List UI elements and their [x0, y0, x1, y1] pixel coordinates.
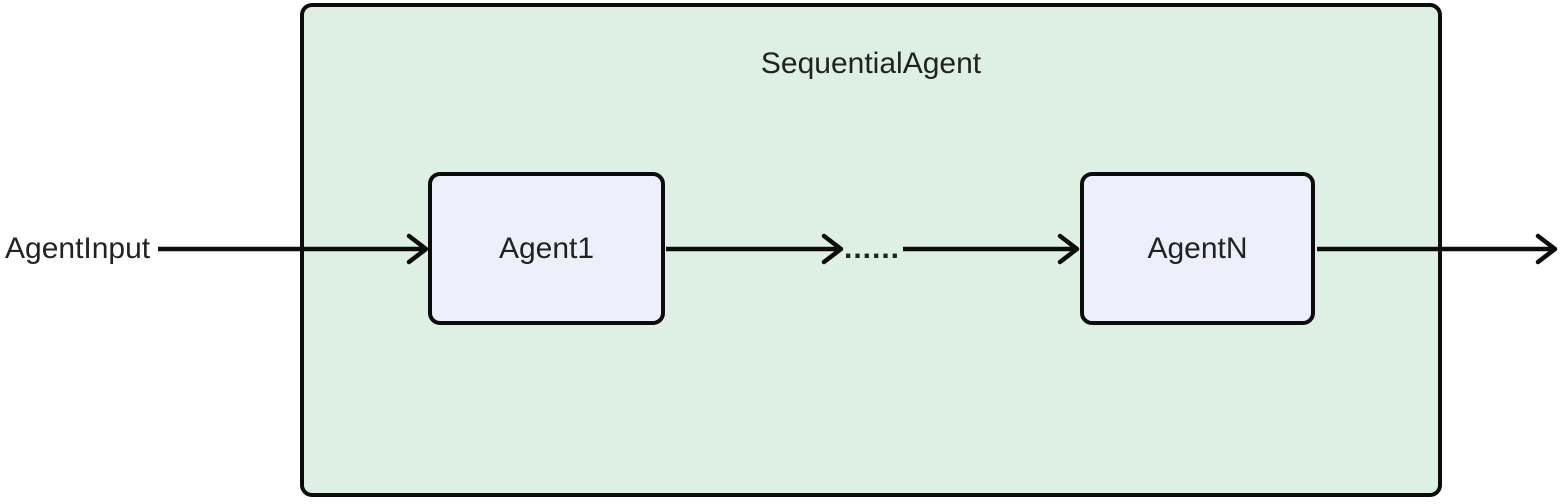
- node-agent1: Agent1: [428, 172, 665, 325]
- node-agent1-label: Agent1: [498, 231, 595, 265]
- container-title: SequentialAgent: [760, 47, 982, 80]
- agent-input-label: AgentInput: [5, 232, 151, 265]
- ellipsis-edge-label: ......: [843, 232, 900, 265]
- node-agentn-label: AgentN: [1147, 231, 1248, 265]
- node-agentn: AgentN: [1080, 172, 1315, 325]
